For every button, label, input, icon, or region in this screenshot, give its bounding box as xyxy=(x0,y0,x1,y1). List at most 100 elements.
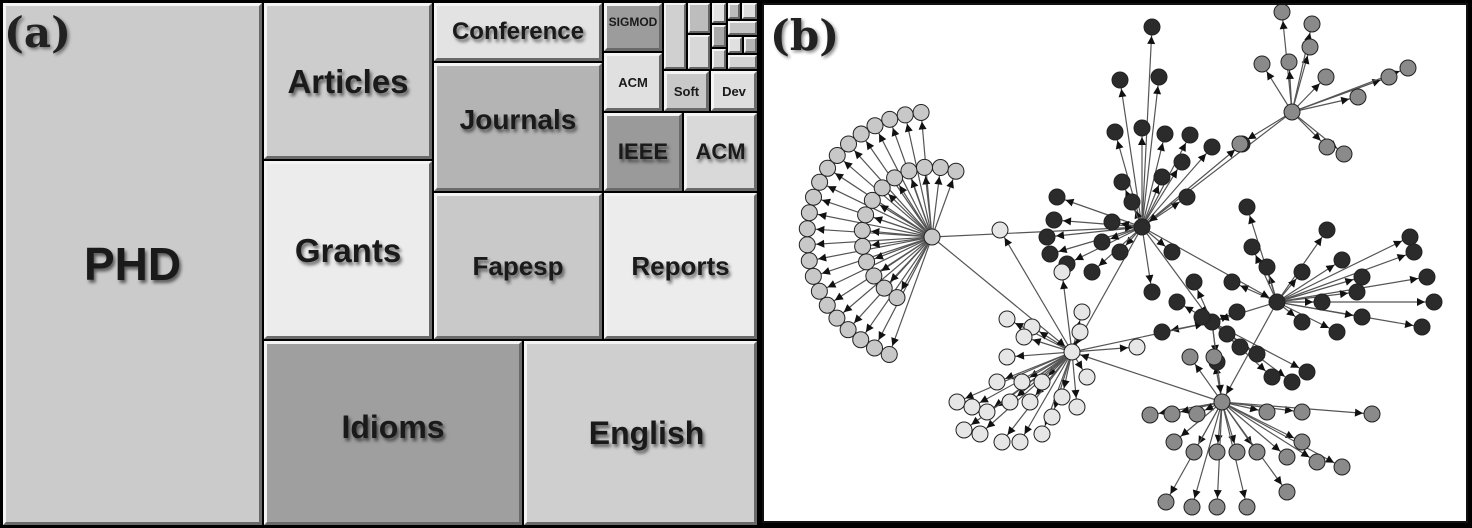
graph-node[interactable] xyxy=(1053,388,1071,406)
graph-node[interactable] xyxy=(811,173,829,191)
graph-node[interactable] xyxy=(888,289,906,307)
graph-node[interactable] xyxy=(1363,405,1381,423)
graph-node[interactable] xyxy=(852,125,870,143)
graph-node[interactable] xyxy=(1313,293,1331,311)
graph-node[interactable] xyxy=(1273,5,1291,21)
graph-node[interactable] xyxy=(818,296,836,314)
graph-node[interactable] xyxy=(1253,55,1271,73)
graph-node[interactable] xyxy=(1156,125,1174,143)
graph-node[interactable] xyxy=(1106,123,1124,141)
graph-node[interactable] xyxy=(1380,68,1398,86)
graph-node[interactable] xyxy=(1278,483,1296,501)
graph-node[interactable] xyxy=(1038,228,1056,246)
treemap-cell-acm-small[interactable]: ACM xyxy=(604,53,662,111)
graph-node[interactable] xyxy=(1318,221,1336,239)
graph-node[interactable] xyxy=(857,206,875,224)
graph-node[interactable] xyxy=(858,253,876,271)
graph-node[interactable] xyxy=(1181,348,1199,366)
graph-node[interactable] xyxy=(1157,493,1175,511)
graph-node[interactable] xyxy=(1113,173,1131,191)
graph-node[interactable] xyxy=(1143,283,1161,301)
graph-node[interactable] xyxy=(1071,323,1089,341)
graph-node[interactable] xyxy=(1238,198,1256,216)
graph-node[interactable] xyxy=(947,162,965,180)
graph-node[interactable] xyxy=(923,228,941,246)
graph-node[interactable] xyxy=(1185,273,1203,291)
graph-node[interactable] xyxy=(955,421,973,439)
graph-node[interactable] xyxy=(1348,283,1366,301)
graph-node[interactable] xyxy=(1123,193,1141,211)
graph-node[interactable] xyxy=(1181,126,1199,144)
graph-node[interactable] xyxy=(1150,68,1168,86)
graph-node[interactable] xyxy=(1043,408,1061,426)
graph-node[interactable] xyxy=(991,221,1009,239)
graph-node[interactable] xyxy=(1073,303,1091,321)
graph-node[interactable] xyxy=(1173,153,1191,171)
graph-node[interactable] xyxy=(1213,393,1231,411)
graph-node[interactable] xyxy=(1349,88,1367,106)
treemap-cell-sigmod[interactable]: SIGMOD xyxy=(604,3,662,51)
graph-node[interactable] xyxy=(886,169,904,187)
graph-node[interactable] xyxy=(1048,188,1066,206)
graph-node[interactable] xyxy=(912,103,930,121)
graph-node[interactable] xyxy=(804,267,822,285)
graph-node[interactable] xyxy=(866,117,884,135)
graph-node[interactable] xyxy=(840,135,858,153)
graph-node[interactable] xyxy=(1401,228,1419,246)
treemap-cell-soft[interactable]: Soft xyxy=(664,71,709,111)
graph-node[interactable] xyxy=(873,179,891,197)
graph-node[interactable] xyxy=(1165,433,1183,451)
treemap-cell-idioms[interactable]: Idioms xyxy=(264,341,522,525)
graph-node[interactable] xyxy=(1128,338,1146,356)
treemap-cell-conference[interactable]: Conference xyxy=(434,3,602,61)
graph-node[interactable] xyxy=(810,282,828,300)
graph-node[interactable] xyxy=(1183,498,1201,516)
treemap-cell-dev[interactable]: Dev xyxy=(711,71,757,111)
graph-node[interactable] xyxy=(1033,425,1051,443)
graph-node[interactable] xyxy=(900,162,918,180)
graph-node[interactable] xyxy=(800,204,818,222)
graph-node[interactable] xyxy=(1280,53,1298,71)
treemap-cell-journals[interactable]: Journals xyxy=(434,63,602,191)
graph-node[interactable] xyxy=(805,188,823,206)
graph-node[interactable] xyxy=(1293,313,1311,331)
treemap-cell-phd[interactable]: PHD xyxy=(3,3,262,525)
graph-node[interactable] xyxy=(1283,103,1301,121)
graph-node[interactable] xyxy=(1293,433,1311,451)
graph-node[interactable] xyxy=(988,373,1006,391)
graph-node[interactable] xyxy=(1133,218,1151,236)
graph-node[interactable] xyxy=(1238,498,1256,516)
treemap-cell-english[interactable]: English xyxy=(524,341,757,525)
graph-node[interactable] xyxy=(998,348,1016,366)
treemap-cell-fapesp[interactable]: Fapesp xyxy=(434,193,602,339)
graph-node[interactable] xyxy=(1063,343,1081,361)
graph-node[interactable] xyxy=(998,310,1016,328)
graph-node[interactable] xyxy=(1015,328,1033,346)
graph-node[interactable] xyxy=(1243,238,1261,256)
graph-node[interactable] xyxy=(1263,368,1281,386)
treemap-cell-acm[interactable]: ACM xyxy=(684,113,757,191)
graph-node[interactable] xyxy=(1425,293,1443,311)
graph-node[interactable] xyxy=(1141,406,1159,424)
graph-node[interactable] xyxy=(819,159,837,177)
graph-node[interactable] xyxy=(971,425,989,443)
graph-node[interactable] xyxy=(963,398,981,416)
graph-node[interactable] xyxy=(1143,18,1161,36)
graph-node[interactable] xyxy=(1168,293,1186,311)
graph-node[interactable] xyxy=(1303,15,1321,33)
graph-node[interactable] xyxy=(1228,443,1246,461)
graph-node[interactable] xyxy=(863,191,881,209)
graph-node[interactable] xyxy=(1293,263,1311,281)
graph-node[interactable] xyxy=(1133,119,1151,137)
graph-node[interactable] xyxy=(1258,258,1276,276)
graph-node[interactable] xyxy=(1218,325,1236,343)
graph-node[interactable] xyxy=(1353,308,1371,326)
graph-node[interactable] xyxy=(1021,393,1039,411)
treemap-cell-articles[interactable]: Articles xyxy=(264,3,432,159)
graph-node[interactable] xyxy=(1231,338,1249,356)
graph-node[interactable] xyxy=(1258,403,1276,421)
graph-node[interactable] xyxy=(853,221,871,239)
treemap-cell-grants[interactable]: Grants xyxy=(264,161,432,339)
graph-node[interactable] xyxy=(1111,243,1129,261)
graph-node[interactable] xyxy=(1001,393,1019,411)
